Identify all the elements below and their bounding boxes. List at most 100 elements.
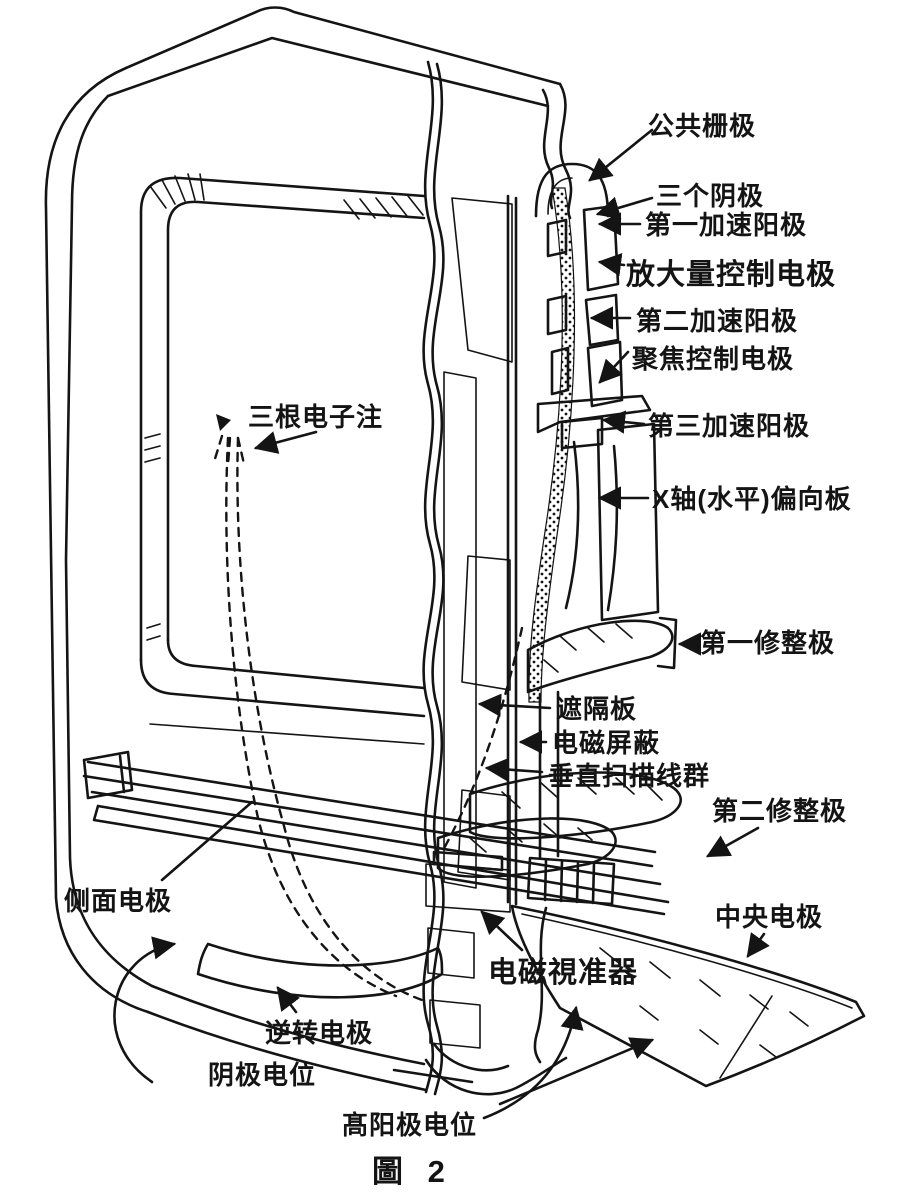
label-high-anode-potential: 髙阳极电位	[342, 1110, 477, 1140]
connector-block-1-highlight	[439, 944, 457, 962]
label-reversing-electrode: 逆转电极	[265, 1018, 373, 1048]
central-electrode-blade	[510, 904, 866, 1088]
beam-fan	[212, 434, 246, 468]
leader-third-accel	[601, 410, 646, 434]
label-second-trimming-electrode: 第二修整极	[712, 796, 847, 826]
label-focus-control-electrode: 聚焦控制电极	[631, 344, 794, 374]
bezel-corner-shading	[149, 173, 205, 209]
lower-electrode-plates	[436, 771, 866, 1088]
electromagnetic-collimator-assembly	[425, 850, 511, 1049]
side-electrode-rails	[82, 750, 670, 999]
break-wave-left-inner	[431, 62, 445, 1096]
first-accel-anode-plate	[582, 204, 620, 292]
label-three-electron-beams: 三根电子注	[248, 402, 383, 432]
connector-block-2	[429, 999, 481, 1049]
x-deflection-plates	[564, 440, 619, 612]
label-x-axis-deflection-plate: X轴(水平)偏向板	[652, 484, 852, 514]
connector-block-2-highlight	[443, 1014, 461, 1032]
break-wave-left-outer	[422, 60, 436, 1094]
leader-three-cathodes	[595, 196, 654, 220]
figure-caption: 圖 2	[372, 1154, 453, 1189]
leader-focus	[598, 350, 630, 384]
leader-high-anode	[498, 1037, 655, 1106]
leader-central-electrode	[746, 932, 770, 958]
break-wave-right-inner	[541, 88, 555, 210]
cutaway-break	[422, 60, 573, 1096]
label-first-accelerating-anode: 第一加速阳极	[645, 210, 807, 240]
collimator-ribbed-box	[425, 863, 511, 913]
label-baffle-plate: 遮隔板	[556, 694, 637, 724]
labels: 公共栅极 三个阴极 第一加速阳极 放大量控制电极 第二加速阳极 聚焦控制电极 第…	[64, 111, 852, 1189]
bezel-outer	[139, 176, 426, 662]
screen-edge-hatch-mid	[461, 555, 511, 691]
electron-beam-stipple	[528, 187, 576, 703]
envelope-bottom-edge	[146, 1010, 428, 1092]
second-accel-anode-plate	[584, 293, 620, 347]
leader-arrows	[113, 128, 770, 1120]
label-electromagnetic-collimator: 电磁視准器	[488, 955, 638, 989]
label-electromagnetic-shield: 电磁屏蔽	[552, 728, 660, 758]
screen-edge-hatch-top	[451, 197, 513, 363]
electron-beam-trajectories	[212, 414, 524, 1002]
label-vertical-scanning-wire-group: 垂直扫描线群	[548, 761, 710, 791]
connector-block-1	[427, 927, 475, 979]
label-cathode-potential: 阴极电位	[208, 1060, 316, 1090]
label-common-grid: 公共栅极	[648, 111, 756, 141]
screen-bezel	[139, 173, 426, 745]
common-grid-cap	[534, 162, 610, 218]
label-side-electrode: 侧面电极	[64, 886, 172, 916]
leader-second-trimming	[705, 826, 760, 858]
vertical-scan-wire-comb	[443, 371, 477, 889]
trim-bracket	[656, 616, 678, 670]
label-second-accelerating-anode: 第二加速阳极	[636, 306, 798, 336]
central-electrode-hatch	[599, 947, 809, 1058]
break-wave-lower-right	[533, 906, 548, 1064]
top-face-inner-edge	[106, 36, 550, 108]
leader-cathode-potential	[392, 1068, 474, 1084]
bezel-outer-bottom	[139, 658, 426, 718]
x-deflection-frame	[596, 422, 660, 622]
beam-dashed-1	[225, 436, 398, 998]
label-three-cathodes: 三个阴极	[656, 181, 764, 211]
second-trimming-wing-a-hatch	[501, 777, 663, 809]
leader-common-grid	[588, 128, 654, 182]
label-central-electrode: 中央电极	[715, 902, 823, 932]
rail-front-bar	[92, 804, 670, 916]
hook-arrow-anode	[482, 1005, 584, 1120]
rail-lines	[82, 760, 662, 886]
bezel-front-line	[149, 723, 425, 745]
central-electrode-ridge	[521, 913, 853, 1079]
envelope-inner-wall	[64, 94, 426, 1066]
collimator-top-lip	[432, 850, 504, 872]
hook-arrow-cathode	[113, 936, 177, 1084]
label-first-trimming-electrode: 第一修整极	[700, 628, 835, 658]
leader-collimator	[480, 910, 524, 952]
bezel-inner	[166, 200, 426, 642]
envelope-silhouette	[44, 6, 562, 1014]
tube-envelope	[44, 6, 562, 1092]
break-wave-bottom	[424, 1042, 568, 1096]
label-third-accelerating-anode: 第三加速阳极	[648, 411, 810, 441]
common-grid-cap-inner	[547, 177, 573, 215]
label-amplification-control-electrode: 放大量控制电极	[625, 258, 836, 291]
beam-tip	[216, 414, 231, 431]
rail-end-box	[82, 750, 134, 800]
leader-reversing	[276, 986, 300, 1014]
focus-electrode-plate	[586, 340, 624, 408]
second-trimming-wing-b-hatch	[469, 823, 593, 853]
beam-dashed-2	[236, 436, 424, 1002]
leader-electron-beams	[253, 430, 318, 454]
bezel-inner-bottom	[166, 638, 426, 690]
bezel-top-shading	[343, 195, 424, 220]
leader-scan-wires	[484, 757, 544, 782]
gun-base-box	[526, 856, 616, 906]
reversing-electrode-arcs	[196, 942, 444, 999]
leader-side-electrode	[160, 800, 254, 882]
first-trimming-wing-hatch	[543, 623, 633, 673]
bezel-side-ticks	[144, 433, 161, 641]
second-trimming-wing-b	[436, 817, 617, 878]
leader-amplification	[597, 253, 626, 277]
leader-baffle	[477, 693, 552, 717]
